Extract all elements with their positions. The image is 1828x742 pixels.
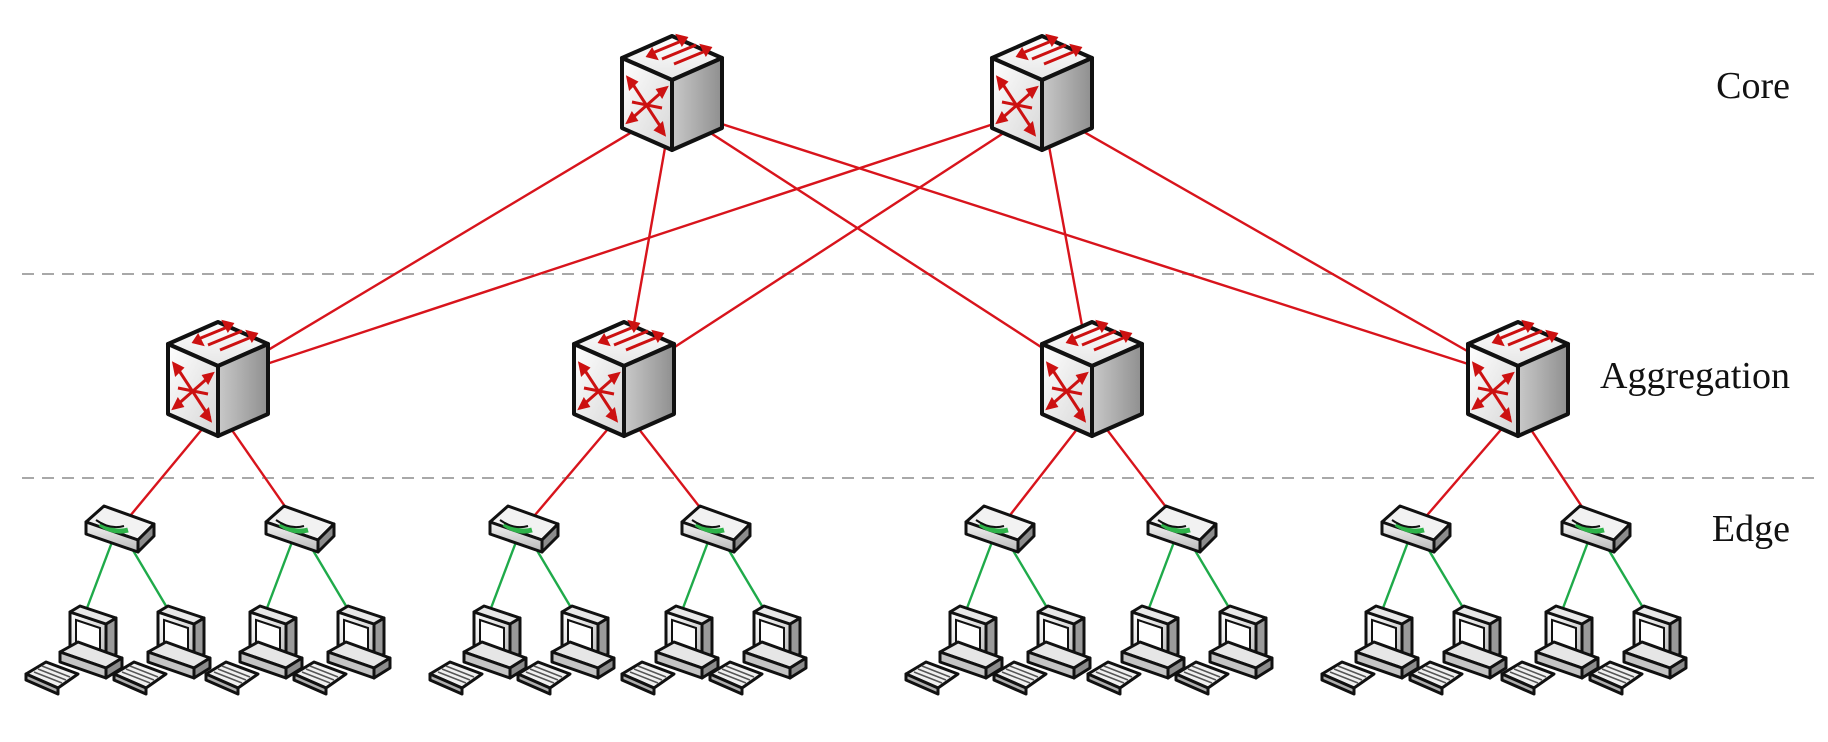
layer-label-edge: Edge bbox=[1711, 508, 1790, 550]
edge-switch-4-workgroup-switch-icon bbox=[682, 506, 750, 552]
edge-1-to-host-2-link bbox=[126, 541, 174, 617]
host-15-workstation-icon bbox=[1500, 604, 1600, 696]
core-1-to-aggregation-1-link bbox=[217, 106, 673, 382]
host-8-workstation-icon bbox=[708, 604, 808, 696]
edge-8-to-host-15-link bbox=[1558, 541, 1590, 617]
host-6-workstation-icon bbox=[516, 604, 616, 696]
core-switch-2-multilayer-switch-icon bbox=[990, 34, 1094, 152]
edge-3-to-host-6-link bbox=[530, 541, 578, 617]
host-11-workstation-icon bbox=[1086, 604, 1186, 696]
edge-switch-7-workgroup-switch-icon bbox=[1382, 506, 1450, 552]
edge-2-to-host-3-link bbox=[262, 541, 294, 617]
edge-switch-5-workgroup-switch-icon bbox=[966, 506, 1034, 552]
edge-7-to-host-14-link bbox=[1422, 541, 1470, 617]
network-nodes bbox=[24, 34, 1688, 696]
host-16-workstation-icon bbox=[1588, 604, 1688, 696]
core-2-to-aggregation-1-link bbox=[217, 106, 1043, 382]
host-2-workstation-icon bbox=[112, 604, 212, 696]
aggregation-switch-4-multilayer-switch-icon bbox=[1466, 320, 1570, 438]
host-7-workstation-icon bbox=[620, 604, 720, 696]
edge-4-to-host-7-link bbox=[678, 541, 710, 617]
host-4-workstation-icon bbox=[292, 604, 392, 696]
edge-2-to-host-4-link bbox=[306, 541, 354, 617]
edge-switch-8-workgroup-switch-icon bbox=[1562, 506, 1630, 552]
host-14-workstation-icon bbox=[1408, 604, 1508, 696]
layer-label-aggregation: Aggregation bbox=[1600, 355, 1790, 397]
edge-switch-2-workgroup-switch-icon bbox=[266, 506, 334, 552]
host-12-workstation-icon bbox=[1174, 604, 1274, 696]
layer-label-core: Core bbox=[1716, 65, 1790, 107]
host-1-workstation-icon bbox=[24, 604, 124, 696]
core-switch-1-multilayer-switch-icon bbox=[620, 34, 724, 152]
edge-6-to-host-12-link bbox=[1188, 541, 1236, 617]
edge-switch-3-workgroup-switch-icon bbox=[490, 506, 558, 552]
aggregation-switch-3-multilayer-switch-icon bbox=[1040, 320, 1144, 438]
edge-3-to-host-5-link bbox=[486, 541, 518, 617]
host-3-workstation-icon bbox=[204, 604, 304, 696]
edge-5-to-host-9-link bbox=[962, 541, 994, 617]
edge-switch-1-workgroup-switch-icon bbox=[86, 506, 154, 552]
host-10-workstation-icon bbox=[992, 604, 1092, 696]
edge-8-to-host-16-link bbox=[1602, 541, 1650, 617]
edge-6-to-host-11-link bbox=[1144, 541, 1176, 617]
host-5-workstation-icon bbox=[428, 604, 528, 696]
edge-7-to-host-13-link bbox=[1378, 541, 1410, 617]
edge-4-to-host-8-link bbox=[722, 541, 770, 617]
core-2-to-aggregation-4-link bbox=[1041, 106, 1519, 382]
core-1-to-aggregation-3-link bbox=[671, 106, 1093, 382]
host-9-workstation-icon bbox=[904, 604, 1004, 696]
edge-5-to-host-10-link bbox=[1006, 541, 1054, 617]
edge-1-to-host-1-link bbox=[82, 541, 114, 617]
edge-switch-6-workgroup-switch-icon bbox=[1148, 506, 1216, 552]
core-1-to-aggregation-4-link bbox=[671, 106, 1519, 382]
core-2-to-aggregation-2-link bbox=[623, 106, 1043, 382]
host-13-workstation-icon bbox=[1320, 604, 1420, 696]
aggregation-switch-2-multilayer-switch-icon bbox=[572, 320, 676, 438]
aggregation-switch-1-multilayer-switch-icon bbox=[166, 320, 270, 438]
